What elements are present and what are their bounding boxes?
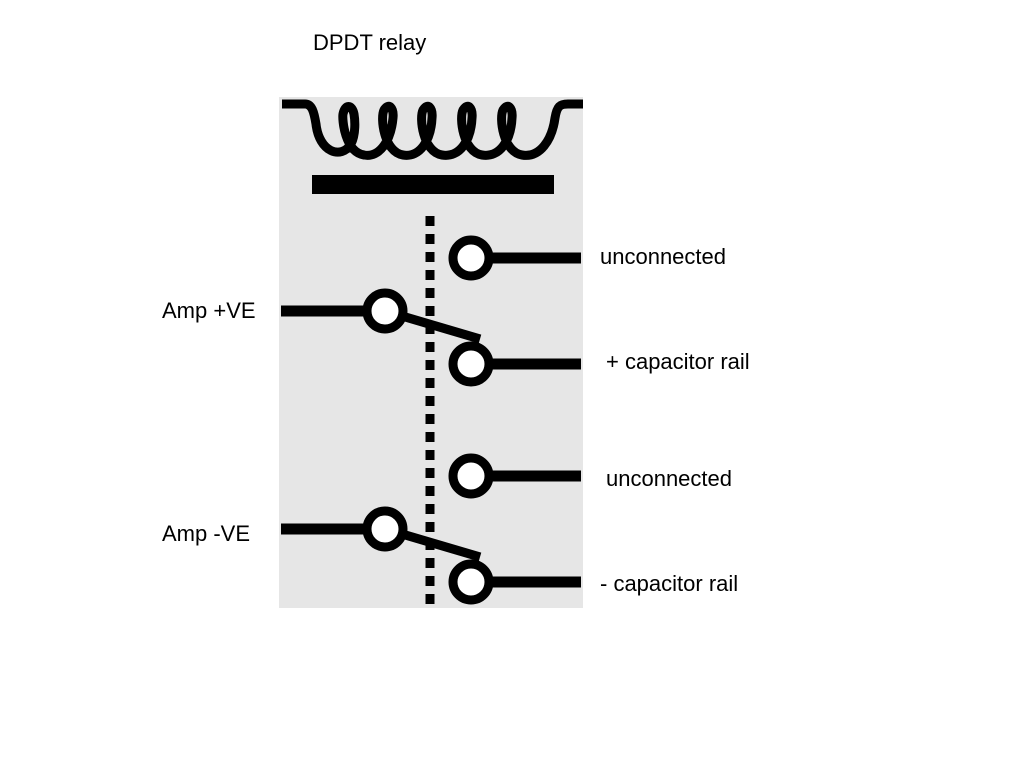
contact-terminal-4 [448,559,494,605]
label-unconnected-2: unconnected [606,466,732,491]
relay-coil [282,99,583,160]
label-amp-pos: Amp +VE [162,298,256,323]
common-contact-pos [362,288,408,334]
label-amp-neg: Amp -VE [162,521,251,546]
label-unconnected-1: unconnected [600,244,726,269]
contact-terminal-1 [448,235,494,281]
relay-armature-bar [312,175,554,194]
label-positive-capacitor-rail: + capacitor rail [606,349,750,374]
contact-terminal-2 [448,341,494,387]
diagram-title: DPDT relay [313,30,427,55]
common-contact-neg [362,506,408,552]
label-negative-capacitor-rail: - capacitor rail [600,571,739,596]
contact-terminal-3 [448,453,494,499]
